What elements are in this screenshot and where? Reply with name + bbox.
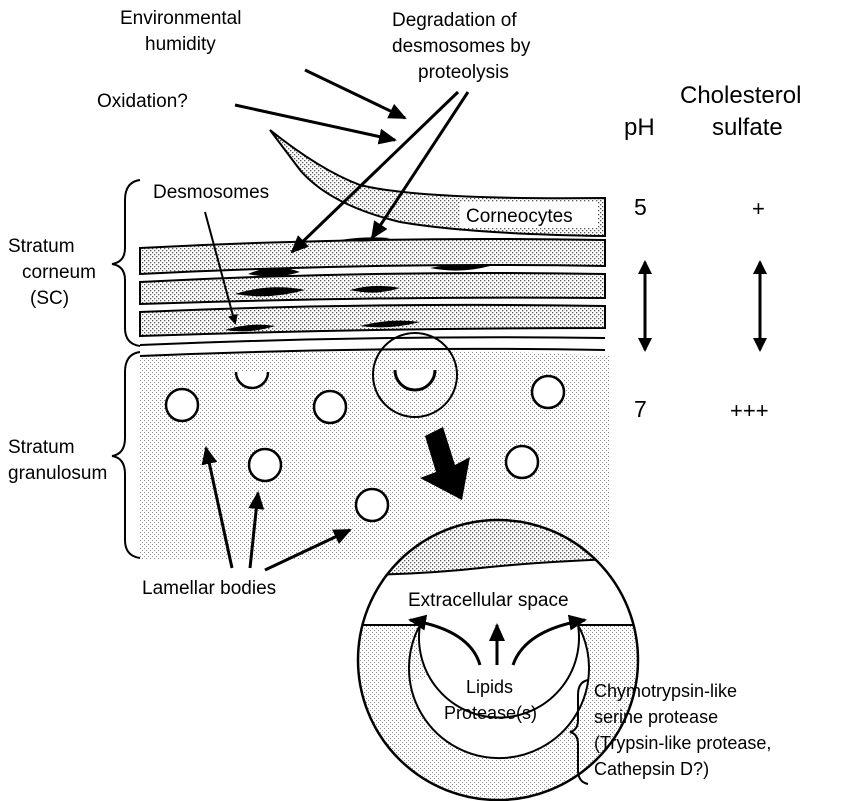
oxidation-arrow [235,105,395,140]
cholesterol-bottom-value: +++ [730,398,769,423]
protease-list: Chymotrypsin-like serine protease (Tryps… [594,681,776,779]
lamellar-body [249,449,281,481]
lamellar-body [314,391,346,423]
stratum-corneum-label: Stratum corneum (SC) [8,236,101,309]
ph-bottom-value: 7 [634,396,647,422]
ph-top-value: 5 [634,194,647,220]
lamellar-bodies-label: Lamellar bodies [142,578,276,599]
cholesterol-sulfate-header: Cholesterol sulfate [680,82,808,141]
lamellar-body [532,376,564,408]
stratum-granulosum-brace [112,352,140,558]
proteases-label: Protease(s) [444,703,537,723]
corneocyte-layer-1 [140,239,605,274]
lipids-label: Lipids [466,677,513,697]
stratum-corneum-layers [140,130,605,356]
magnified-view [350,520,650,800]
degradation-label: Degradation of desmosomes by proteolysis [392,10,536,83]
cholesterol-top-value: + [752,196,765,221]
lamellar-body [166,389,198,421]
ph-header: pH [624,114,655,141]
humidity-arrow [305,70,405,118]
stratum-granulosum-label: Stratum granulosum [8,437,107,484]
lamellar-body [506,446,538,478]
oxidation-label: Oxidation? [97,91,188,112]
lamellar-body [356,489,388,521]
environmental-humidity-label: Environmental humidity [120,8,247,55]
stratum-corneum-brace [112,180,140,346]
corneocytes-label: Corneocytes [466,206,573,227]
extracellular-space-label: Extracellular space [408,590,569,611]
desmosomes-label: Desmosomes [153,182,269,203]
corneocyte-layer-3 [140,305,605,336]
